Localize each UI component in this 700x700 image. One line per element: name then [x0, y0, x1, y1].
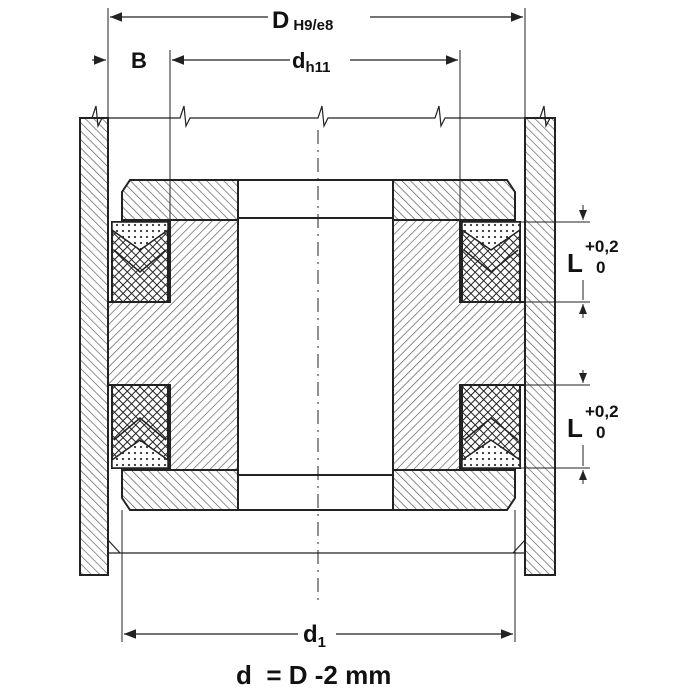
- label-D-tolerance: H9/e8: [293, 17, 333, 34]
- guide-rings: [121, 179, 516, 511]
- dimension-d1: d1: [121, 510, 516, 651]
- label-L-bottom-upper-tol: +0,2: [585, 402, 619, 421]
- label-d1-sub: 1: [318, 634, 326, 651]
- label-d-tolerance: h11: [305, 59, 330, 76]
- label-d1: d: [303, 621, 318, 648]
- dimension-B: B dh11: [92, 48, 461, 302]
- label-L-bottom: L: [567, 413, 583, 443]
- bore-chamfer-line: [107, 539, 526, 554]
- dimension-L-bottom: L +0,2 0: [520, 370, 619, 484]
- label-L-top: L: [567, 248, 583, 278]
- dimension-L-top: L +0,2 0: [520, 205, 619, 318]
- label-L-top-lower-tol: 0: [596, 258, 605, 277]
- svg-text:d1: d1: [303, 621, 326, 651]
- break-line: [80, 105, 555, 129]
- svg-text:DH9/e8: DH9/e8: [272, 7, 333, 34]
- seal-bottom-left: [111, 384, 169, 469]
- cylinder-wall-right: [524, 117, 556, 576]
- cylinder-wall-left: [79, 117, 109, 576]
- label-D: D: [272, 7, 289, 34]
- label-B: B: [131, 48, 147, 73]
- seal-top-left: [111, 221, 169, 303]
- label-L-bottom-lower-tol: 0: [596, 423, 605, 442]
- label-L-top-upper-tol: +0,2: [585, 237, 619, 256]
- formula-text: d = D -2 mm: [236, 660, 391, 690]
- seal-top-right: [461, 221, 521, 303]
- piston-body: [107, 130, 526, 600]
- label-d: d: [292, 48, 305, 73]
- seal-bottom-right: [461, 384, 521, 469]
- svg-text:dh11: dh11: [292, 48, 330, 76]
